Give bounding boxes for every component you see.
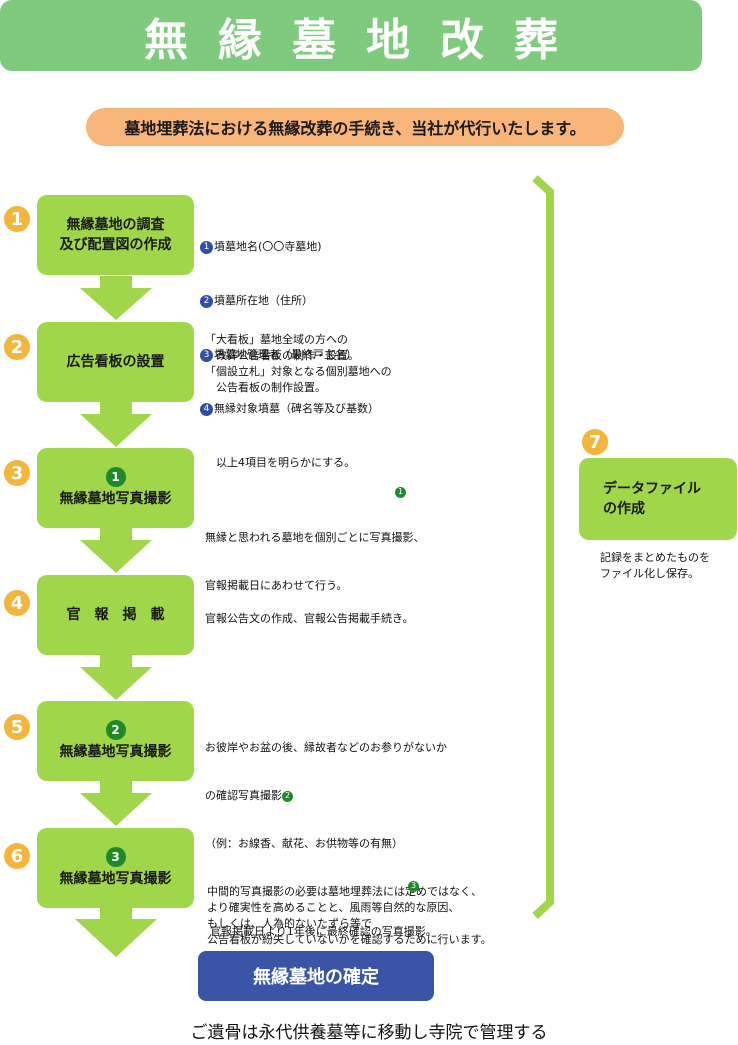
step-6-text: 官報掲載日より1年後に最終確認の写真撮影。 [210, 925, 437, 938]
photo-1-mark: 1 [395, 486, 406, 498]
subtitle-text: 墓地埋葬法における無縁改葬の手続き、当社が代行いたします。 [124, 119, 586, 138]
page-title: 無縁墓地改葬 [144, 14, 588, 66]
item-4-badge: 4 [200, 402, 213, 416]
step-3-line1: 無縁墓地写真撮影 [59, 491, 172, 507]
step-1-note: 以上4項目を明らかにする。 [216, 456, 356, 469]
photo-3-mark: 3 [408, 880, 419, 892]
step-3-box: 1 無縁墓地写真撮影 [37, 448, 194, 528]
step-1-number: 1 [4, 206, 30, 232]
title-banner: 無縁墓地改葬 [0, 0, 702, 71]
arrow-1-2 [80, 276, 152, 320]
step-7-line2: の作成 [603, 501, 645, 517]
right-bracket [532, 175, 554, 919]
item-2-badge: 2 [200, 294, 213, 308]
step-1-line2: 及び配置図の作成 [59, 237, 172, 253]
step-7-description: 記録をまとめたものを ファイル化し保存。 [600, 551, 710, 580]
step-5-box: 2 無縁墓地写真撮影 [37, 701, 194, 781]
item-3-badge: 3 [200, 348, 213, 362]
step-3-number: 3 [4, 460, 30, 486]
step-4-line1: 官 報 掲 載 [66, 607, 165, 623]
step-2-line1: 広告看板の設置 [66, 354, 165, 370]
item-1-badge: 1 [200, 240, 213, 254]
photo-1-badge: 1 [105, 467, 126, 487]
final-label: 無縁墓地の確定 [253, 967, 379, 988]
step-6-line1: 無縁墓地写真撮影 [59, 871, 172, 887]
step-2-box: 広告看板の設置 [37, 322, 194, 402]
arrow-2-3 [80, 402, 152, 447]
step-2-number: 2 [4, 334, 30, 360]
step-5-l1: お彼岸やお盆の後、縁故者などのお参りがないか [205, 741, 447, 754]
step-4-box: 官 報 掲 載 [37, 575, 194, 655]
step-4-number: 4 [4, 590, 30, 616]
photo-2-mark: 2 [282, 790, 293, 802]
arrow-3-4 [80, 528, 152, 573]
step-3-description: 1 無縁と思われる墓地を個別ごとに写真撮影、 官報掲載日にあわせて行う。 [205, 454, 424, 610]
step-2-description: 「大看板」墓地全域の方への 改葬公告看板の制作・設置。 「個設立札」対象となる個… [205, 333, 392, 394]
step-5-number: 5 [4, 714, 30, 740]
step-5-line1: 無縁墓地写真撮影 [59, 744, 172, 760]
step-6-number: 6 [4, 843, 30, 869]
arrow-4-5 [80, 655, 152, 700]
subtitle-pill: 墓地埋葬法における無縁改葬の手続き、当社が代行いたします。 [86, 108, 624, 146]
arrow-5-6 [80, 781, 152, 826]
step-1-line1: 無縁墓地の調査 [66, 217, 165, 233]
step-6-box: 3 無縁墓地写真撮影 [37, 828, 194, 908]
photo-3-badge: 3 [105, 847, 126, 867]
step-4-description: 官報公告文の作成、官報公告掲載手続き。 [205, 612, 414, 625]
step-7-number: 7 [582, 429, 608, 455]
step-5-l3: （例：お線香、献花、お供物等の有無） [205, 837, 403, 850]
footer-text: ご遺骨は永代供養墓等に移動し寺院で管理する [190, 1023, 548, 1043]
step-6-description: 3 官報掲載日より1年後に最終確認の写真撮影。 [210, 848, 437, 956]
arrow-6-final [75, 908, 157, 957]
step-3-desc-a: 無縁と思われる墓地を個別ごとに写真撮影、 [205, 531, 425, 544]
step-7-line1: データファイル [603, 481, 701, 497]
step-7-box: データファイル の作成 [579, 458, 737, 540]
photo-2-badge: 2 [105, 720, 126, 740]
step-1-box: 無縁墓地の調査 及び配置図の作成 [37, 195, 194, 275]
final-box: 無縁墓地の確定 [198, 951, 434, 1001]
step-3-desc-b: 官報掲載日にあわせて行う。 [205, 579, 348, 592]
step-5-l2: の確認写真撮影 [205, 789, 282, 802]
